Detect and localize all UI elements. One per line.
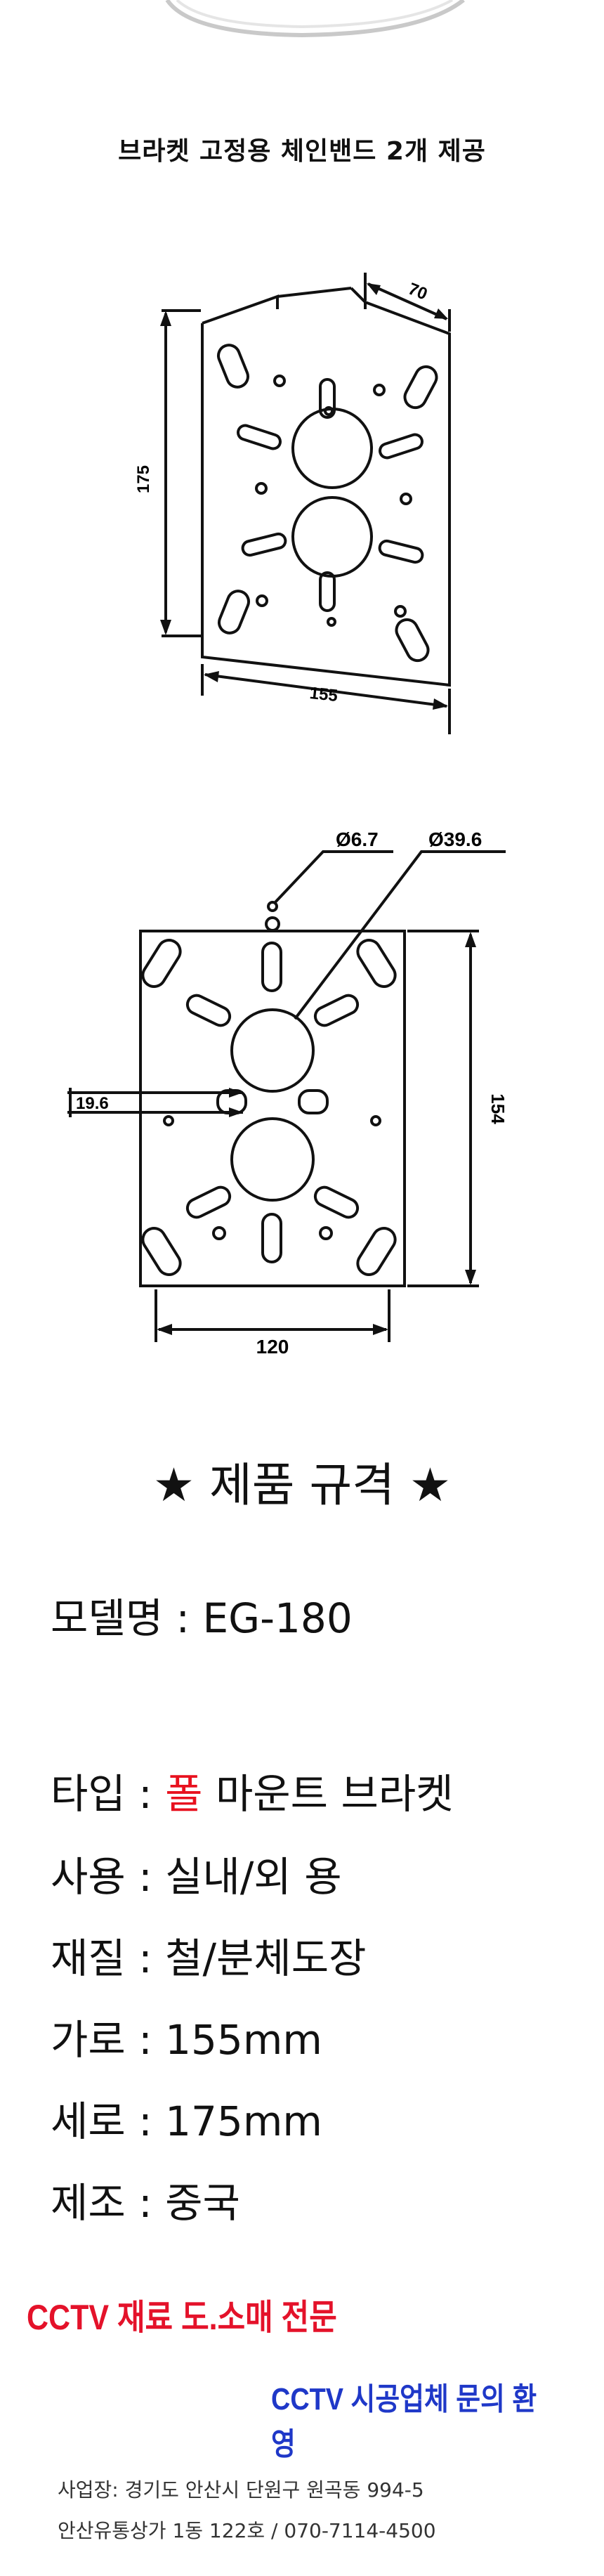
large-hole-diameter-label: Ø39.6 bbox=[428, 828, 482, 850]
spec-height: 세로 : 175mm bbox=[51, 2097, 322, 2145]
spec-type-prefix: 타입 : bbox=[51, 1770, 166, 1818]
drawing1-width-label: 155 bbox=[308, 684, 339, 705]
spec-type: 타입 : 폴 마운트 브라켓 bbox=[51, 1769, 454, 1819]
product-photo-crop bbox=[165, 0, 465, 38]
small-hole-diameter-label: Ø6.7 bbox=[336, 828, 379, 850]
spec-model: 모델명 : EG-180 bbox=[51, 1594, 353, 1642]
spec-material: 재질 : 철/분체도장 bbox=[51, 1934, 367, 1982]
offset-label: 19.6 bbox=[76, 1094, 109, 1113]
business-contact: 안산유통상가 1동 122호 / 070-7114-4500 bbox=[58, 2519, 436, 2542]
drawing2-width-label: 120 bbox=[256, 1336, 289, 1356]
spec-type-suffix: 마운트 브라켓 bbox=[202, 1770, 454, 1818]
spec-title: ★ 제품 규격 ★ bbox=[152, 1458, 452, 1512]
spec-usage: 사용 : 실내/외 용 bbox=[51, 1853, 342, 1901]
chain-band-caption: 브라켓 고정용 체인밴드 2개 제공 bbox=[118, 137, 486, 166]
spec-type-highlight: 폴 bbox=[165, 1770, 203, 1818]
drawing2-height-label: 154 bbox=[487, 1093, 508, 1124]
bracket-dimension-drawing-1: 175 155 70 bbox=[134, 273, 451, 734]
bracket-dimension-drawing-2: Ø6.7 Ø39.6 19.6 154 120 bbox=[67, 828, 508, 1356]
spec-width: 가로 : 155mm bbox=[51, 2016, 322, 2064]
business-address: 사업장: 경기도 안산시 단원구 원곡동 994-5 bbox=[58, 2478, 424, 2502]
drawing1-depth-label: 70 bbox=[405, 280, 430, 304]
drawing1-height-label: 175 bbox=[134, 465, 153, 493]
wholesale-retail-promo: CCTV 재료 도.소매 전문 bbox=[27, 2298, 337, 2337]
installer-inquiry-promo: CCTV 시공업체 문의 환영 bbox=[271, 2382, 537, 2461]
spec-origin: 제조 : 중국 bbox=[51, 2179, 240, 2227]
